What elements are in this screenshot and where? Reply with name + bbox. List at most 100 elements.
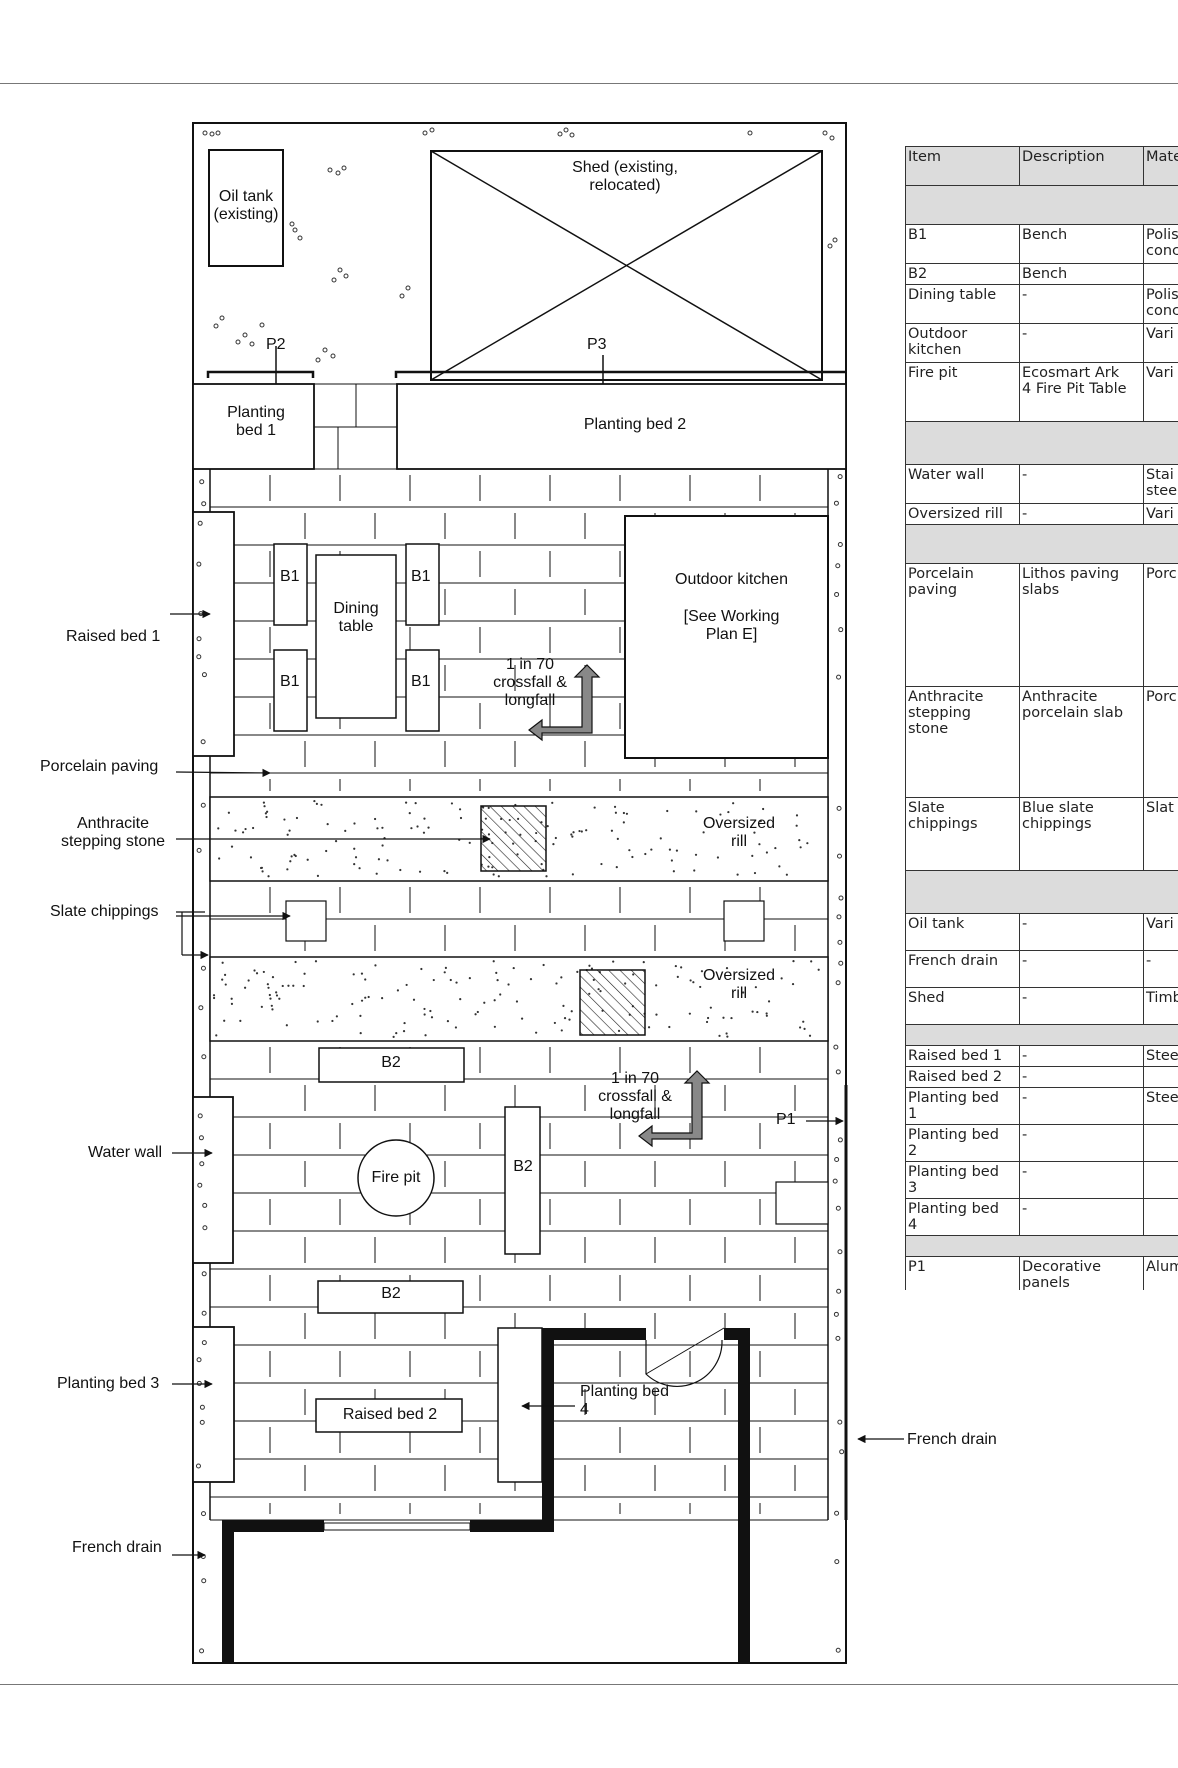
schedule-row: Outdoor kitchen-Vari: [905, 323, 1178, 363]
schedule-cell: Alum: [1143, 1256, 1178, 1290]
schedule-header-cell: Item: [905, 146, 1020, 186]
schedule-cell: [1143, 1198, 1178, 1236]
schedule-cell: Oversized rill: [905, 503, 1020, 525]
leader-porcelain-paving: [175, 768, 271, 778]
schedule-cell: B1: [905, 224, 1020, 264]
schedule-cell: Stee: [1143, 1087, 1178, 1125]
schedule-header-cell: Description: [1019, 146, 1144, 186]
oil-tank: [208, 149, 284, 267]
schedule-cell: -: [1019, 1045, 1144, 1067]
schedule-cell: -: [1019, 503, 1144, 525]
schedule-section-cell: [905, 870, 1178, 914]
schedule-section-cell: [905, 1024, 1178, 1046]
planting-bed-4: [497, 1327, 543, 1483]
bench-b1-bl: [273, 649, 308, 732]
schedule-section-row: [905, 1024, 1178, 1046]
schedule-cell: -: [1019, 1087, 1144, 1125]
label-french-drain-right: French drain: [907, 1431, 997, 1448]
label-slate-chippings: Slate chippings: [50, 903, 159, 920]
schedule-cell: -: [1019, 323, 1144, 363]
planting-bed-3: [192, 1326, 235, 1483]
schedule-cell: Timb: [1143, 987, 1178, 1025]
schedule-cell: Porc: [1143, 686, 1178, 798]
schedule-cell: Shed: [905, 987, 1020, 1025]
bench-b1-tl: [273, 543, 308, 626]
schedule-cell: French drain: [905, 950, 1020, 988]
label-oil-tank: Oil tank (existing): [213, 188, 279, 223]
schedule-cell: Raised bed 1: [905, 1045, 1020, 1067]
schedule-cell: Stee: [1143, 1045, 1178, 1067]
schedule-row: Planting bed 1-Stee: [905, 1087, 1178, 1125]
schedule-cell: Fire pit: [905, 362, 1020, 422]
label-fire-pit: Fire pit: [371, 1169, 421, 1186]
schedule-cell: Raised bed 2: [905, 1066, 1020, 1088]
shed: [430, 150, 823, 381]
schedule-cell: [1143, 263, 1178, 285]
label-shed: Shed (existing, relocated): [572, 159, 678, 194]
schedule-cell: [1143, 1124, 1178, 1162]
schedule-cell: Water wall: [905, 464, 1020, 504]
schedule-section-row: [905, 524, 1178, 564]
schedule-cell: -: [1019, 1124, 1144, 1162]
crossfall-arrow-bottom: [638, 1070, 711, 1148]
schedule-cell: Vari: [1143, 503, 1178, 525]
bench-b2-bottom: [317, 1280, 464, 1314]
label-planting-bed-1: Planting bed 1: [227, 404, 285, 439]
label-french-drain-left: French drain: [72, 1539, 162, 1556]
label-dining-table: Dining table: [333, 600, 379, 635]
schedule-cell: Vari: [1143, 323, 1178, 363]
schedule-cell: B2: [905, 263, 1020, 285]
slate-strip-2: [209, 956, 829, 1042]
schedule-section-row: [905, 421, 1178, 465]
schedule-row: French drain--: [905, 950, 1178, 988]
schedule-cell: Vari: [1143, 913, 1178, 951]
schedule-cell: Oil tank: [905, 913, 1020, 951]
schedule-cell: -: [1019, 987, 1144, 1025]
schedule-cell: -: [1143, 950, 1178, 988]
chippings-square-3: [775, 1181, 829, 1225]
schedule-cell: Anthracite porcelain slab: [1019, 686, 1144, 798]
fence-p3: [394, 370, 845, 378]
schedule-row: Planting bed 4-: [905, 1198, 1178, 1236]
label-p1: P1: [776, 1111, 796, 1128]
raised-bed-2: [315, 1398, 463, 1433]
outdoor-kitchen: [624, 515, 829, 759]
schedule-cell: -: [1019, 1198, 1144, 1236]
schedule-cell: Slat: [1143, 797, 1178, 871]
label-b1-br: B1: [411, 673, 431, 690]
label-planting-bed-3: Planting bed 3: [57, 1375, 160, 1392]
schedule-cell: Vari: [1143, 362, 1178, 422]
bench-b1-tr: [405, 543, 440, 626]
label-porcelain-paving: Porcelain paving: [40, 758, 159, 775]
schedule-row: Shed-Timb: [905, 987, 1178, 1025]
schedule-section-cell: [905, 524, 1178, 564]
schedule-cell: [1143, 1161, 1178, 1199]
chippings-square-1: [285, 900, 327, 942]
schedule-cell: -: [1019, 950, 1144, 988]
gravel-top: [202, 127, 838, 363]
schedule-section-row: [905, 185, 1178, 225]
schedule-cell: -: [1019, 1161, 1144, 1199]
schedule-header-cell: Mate: [1143, 146, 1178, 186]
schedule-section-cell: [905, 421, 1178, 465]
label-crossfall-top: 1 in 70 crossfall & longfall: [493, 656, 567, 709]
schedule-cell: -: [1019, 284, 1144, 324]
fire-pit: [357, 1139, 435, 1217]
schedule-cell: Decorative panels: [1019, 1256, 1144, 1290]
label-raised-bed-2: Raised bed 2: [342, 1406, 438, 1423]
schedule-row: Dining table-Polis conc: [905, 284, 1178, 324]
schedule-row: Planting bed 2-: [905, 1124, 1178, 1162]
schedule-cell: Dining table: [905, 284, 1020, 324]
label-b2-right: B2: [513, 1158, 533, 1175]
label-oversized-rill-2: Oversized rill: [702, 967, 776, 1002]
house-walls: [222, 1328, 750, 1663]
schedule-cell: Planting bed 4: [905, 1198, 1020, 1236]
label-raised-bed-1: Raised bed 1: [66, 628, 161, 645]
house-window: [323, 1522, 471, 1531]
